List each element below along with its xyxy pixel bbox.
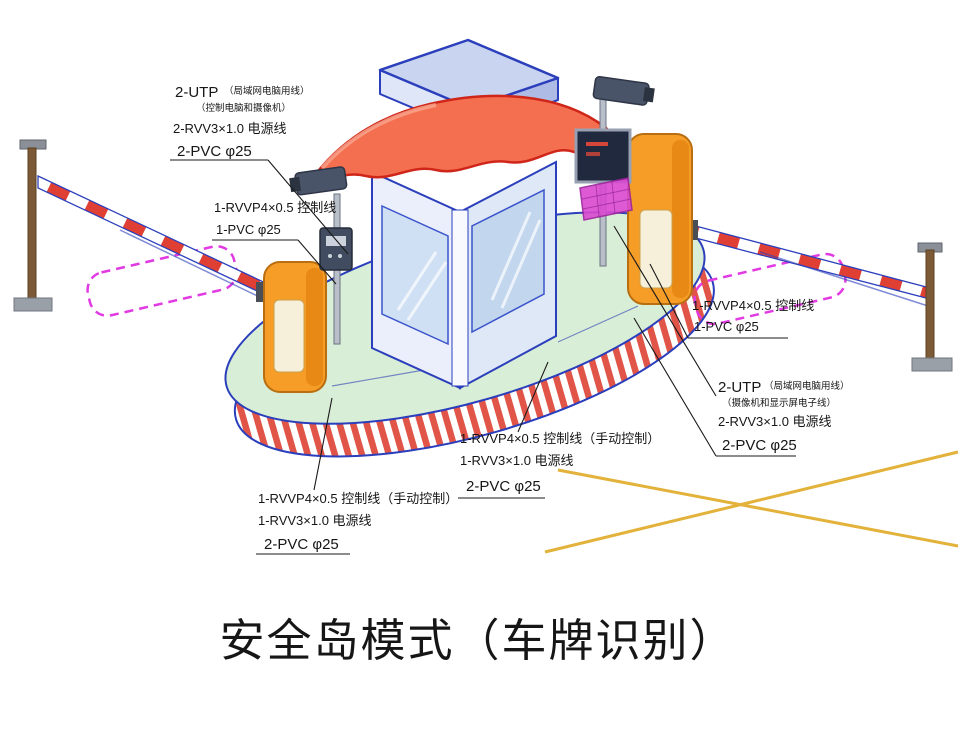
right-arm-end-post	[911, 242, 953, 372]
label-text: 1-PVC φ25	[694, 319, 759, 334]
label-text: 2-RVV3×1.0 电源线	[718, 414, 832, 429]
lane-marking-lines	[544, 450, 959, 554]
label-text: 2-PVC φ25	[722, 437, 797, 454]
left-camera-icon	[289, 166, 348, 196]
label-text: 1-PVC φ25	[216, 222, 281, 237]
label-text: 1-RVVP4×0.5 控制线（手动控制）	[460, 431, 660, 446]
page-title: 安全岛模式（车牌识别）	[219, 615, 736, 666]
label-text: 2-PVC φ25	[264, 536, 339, 553]
right-barrier-arm	[687, 223, 931, 307]
control-box-icon	[319, 227, 353, 271]
label-gate-left: 1-RVVP4×0.5 控制线（手动控制） 1-RVV3×1.0 电源线 2-P…	[258, 491, 458, 553]
booth-window-right	[471, 188, 545, 334]
led-display-panel-icon	[579, 177, 633, 221]
label-text: 1-RVV3×1.0 电源线	[460, 453, 574, 468]
label-text: 2-PVC φ25	[466, 478, 541, 495]
canopy-highlight	[320, 103, 437, 170]
booth-canopy	[304, 94, 614, 190]
left-barrier-cabinet	[256, 261, 327, 393]
conduit-lines	[331, 305, 639, 387]
left-barrier-arm	[37, 174, 273, 303]
right-barrier-cabinet	[627, 133, 698, 305]
label-text: 2-UTP	[175, 84, 218, 101]
label-text: （控制电脑和摄像机）	[196, 102, 291, 114]
label-booth-cables: 1-RVVP4×0.5 控制线（手动控制） 1-RVV3×1.0 电源线 2-P…	[460, 431, 660, 495]
label-text: 1-RVVP4×0.5 控制线（手动控制）	[258, 491, 458, 506]
label-text: 2-UTP	[718, 379, 761, 396]
label-text: （局域网电脑用线）	[764, 380, 850, 392]
label-text: 1-RVVP4×0.5 控制线	[692, 298, 814, 313]
label-text: （局域网电脑用线）	[224, 85, 310, 97]
vehicle-loop-left	[86, 245, 238, 317]
left-arm-end-post	[13, 139, 53, 312]
label-arm-right: 1-RVVP4×0.5 控制线 1-PVC φ25	[692, 298, 814, 334]
label-text: （摄像机和显示屏电子线）	[722, 397, 836, 409]
left-camera-pole	[289, 166, 353, 345]
right-camera-pole	[574, 75, 655, 267]
label-camera-left: 2-UTP （局域网电脑用线） （控制电脑和摄像机） 2-RVV3×1.0 电源…	[173, 84, 310, 160]
label-text: 1-RVVP4×0.5 控制线	[214, 200, 336, 215]
right-camera-icon	[592, 75, 655, 106]
label-camera-right: 2-UTP （局域网电脑用线） （摄像机和显示屏电子线） 2-RVV3×1.0 …	[718, 379, 850, 454]
led-screen-icon	[574, 128, 632, 184]
booth-window-left	[381, 204, 449, 346]
label-arm-left: 1-RVVP4×0.5 控制线 1-PVC φ25	[214, 200, 336, 237]
leader-lines	[170, 159, 796, 555]
guard-booth	[304, 38, 614, 390]
label-text: 2-RVV3×1.0 电源线	[173, 121, 287, 136]
label-text: 1-RVV3×1.0 电源线	[258, 513, 372, 528]
label-text: 2-PVC φ25	[177, 143, 252, 160]
